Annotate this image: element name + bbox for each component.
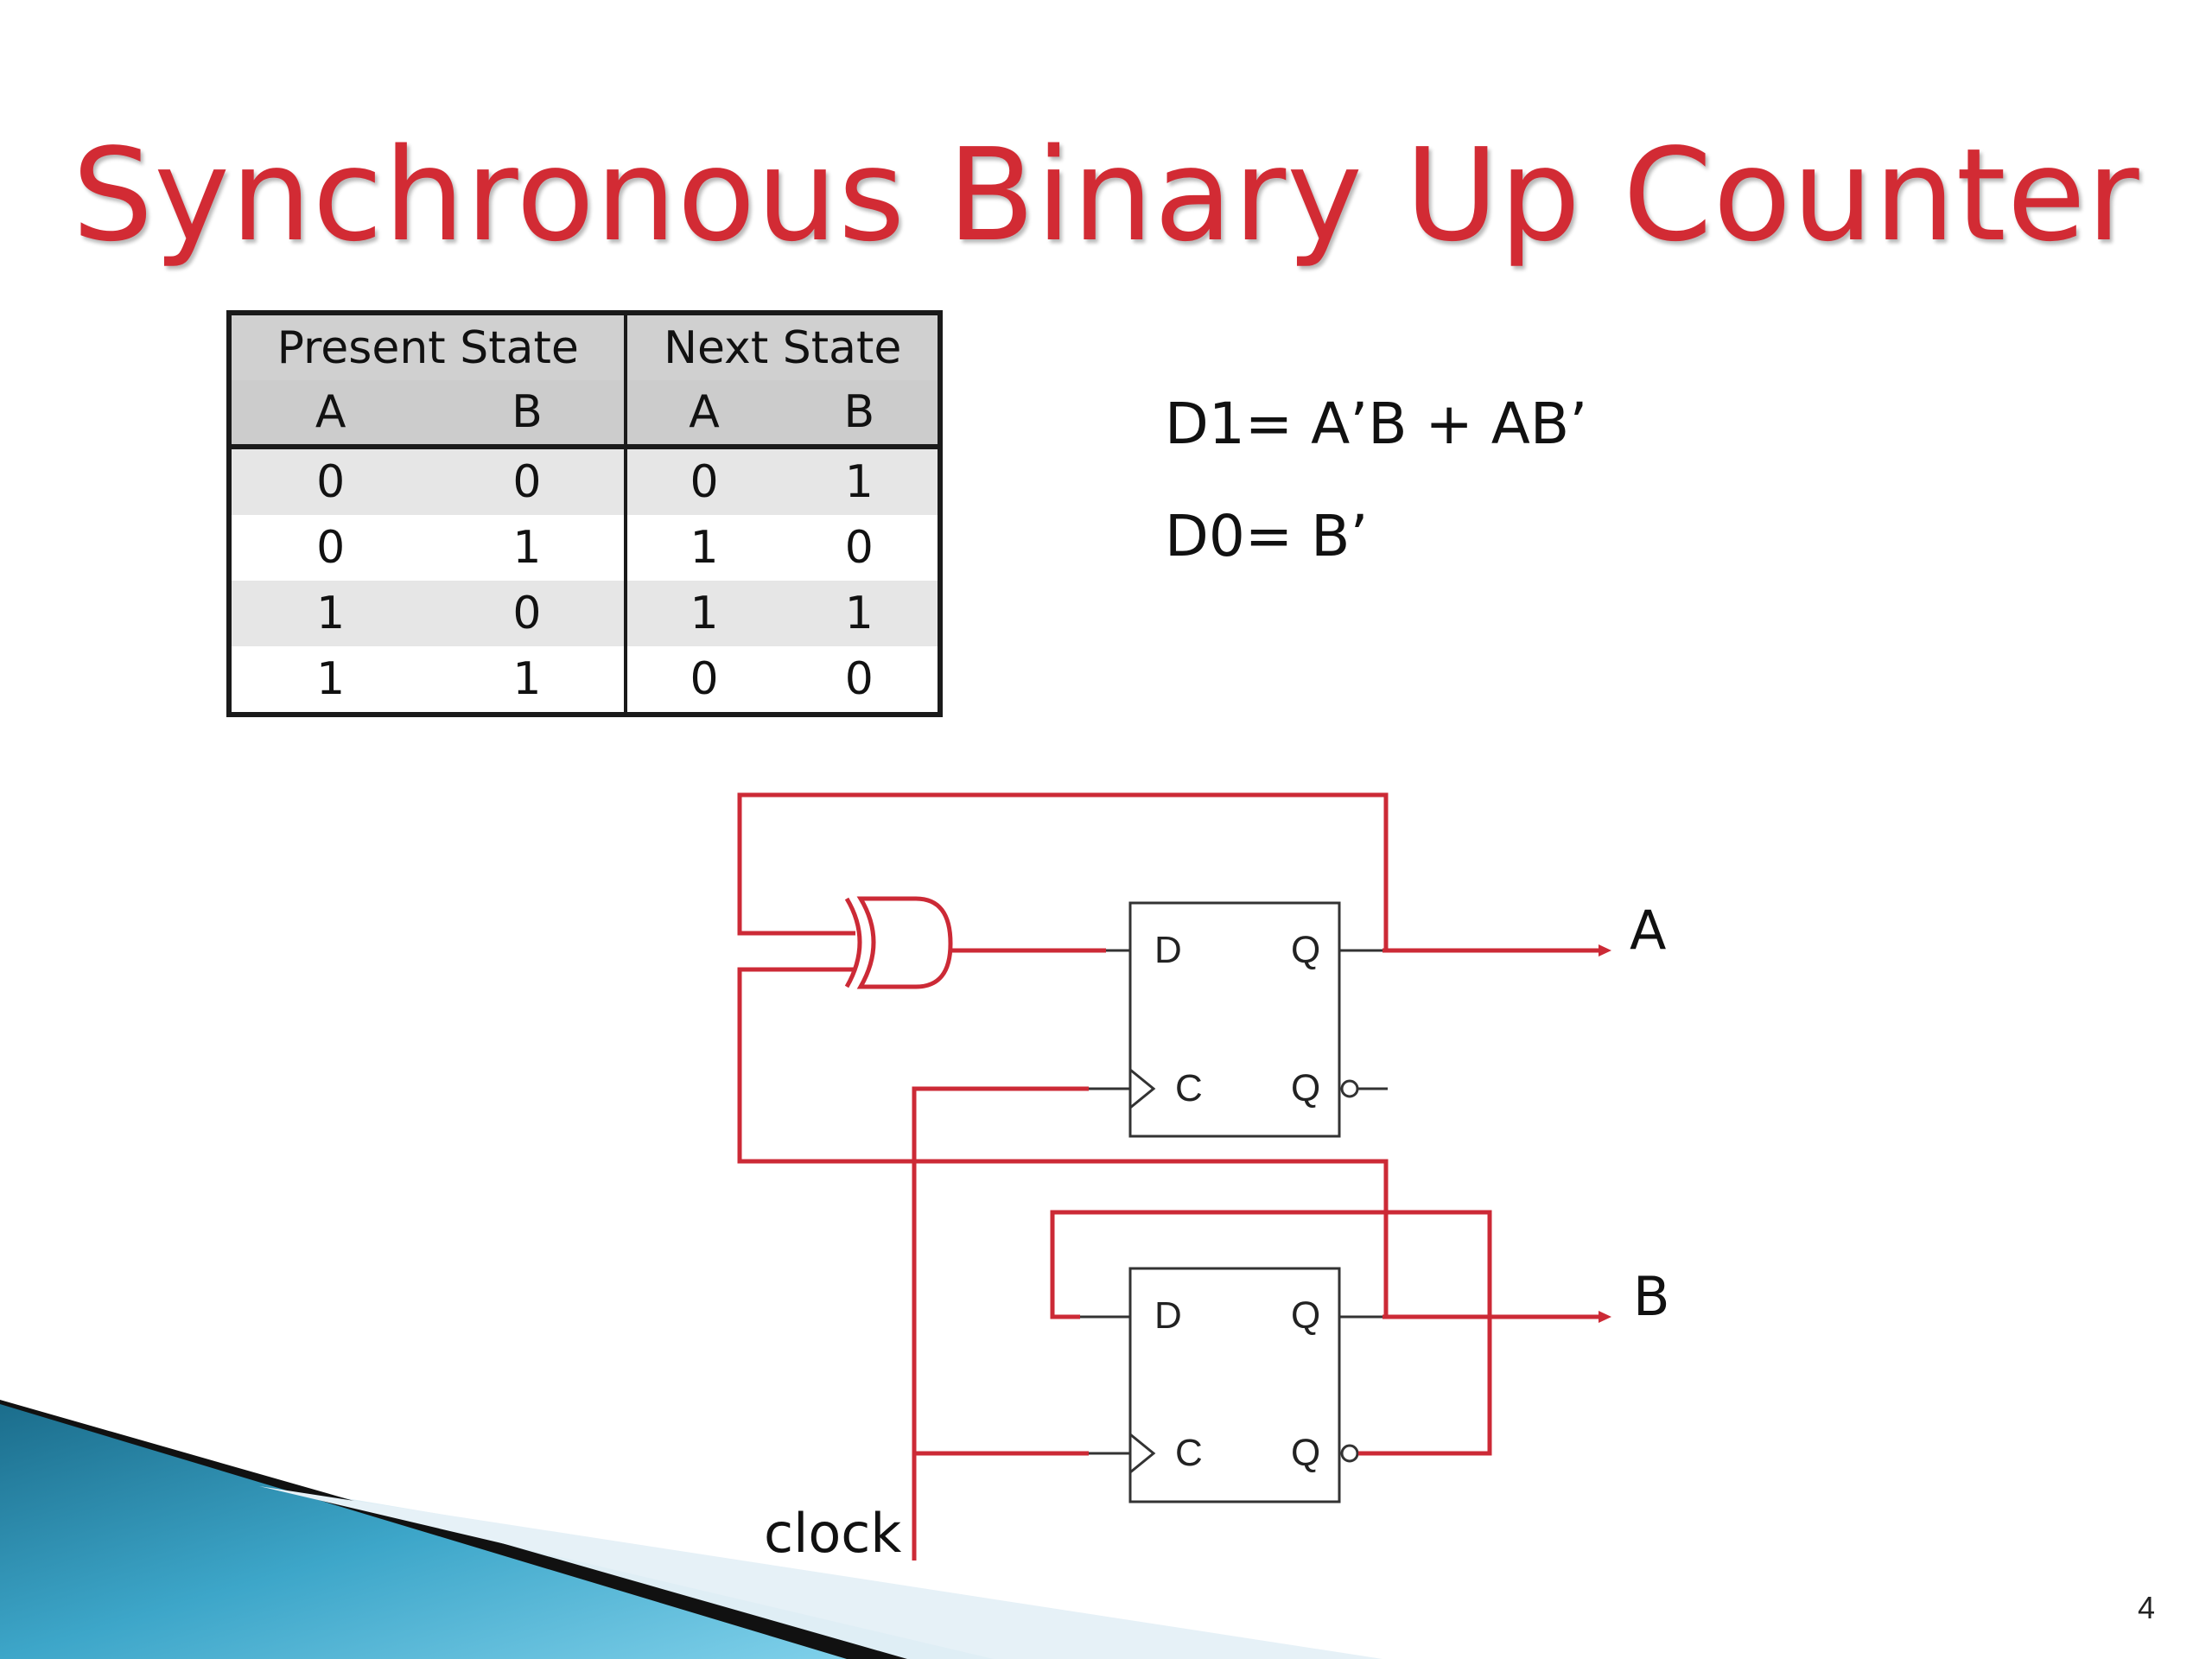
column-header: B xyxy=(780,380,940,449)
circuit-wires xyxy=(737,792,1603,1560)
table-cell: 1 xyxy=(429,515,626,581)
output-a-label: A xyxy=(1630,899,1667,962)
ff-top-c-label: C xyxy=(1175,1067,1203,1109)
flipflop-bottom xyxy=(1128,1267,1341,1503)
ff-top-q-label: Q xyxy=(1291,929,1321,971)
table-group-header: Present State Next State xyxy=(229,313,940,380)
inversion-bubble-icon xyxy=(1340,1079,1359,1098)
state-table: Present State Next State A B A B 0 0 0 1… xyxy=(226,310,943,717)
table-cell: 0 xyxy=(429,581,626,646)
table-cell: 0 xyxy=(624,447,781,515)
table-cell: 1 xyxy=(229,646,430,715)
slide-title: Synchronous Binary Up Counter xyxy=(72,121,2140,270)
ff-bottom-d-label: D xyxy=(1154,1294,1182,1337)
table-cell: 0 xyxy=(229,447,430,515)
arrow-b-icon xyxy=(1599,1311,1611,1323)
ff-bottom-qbar-label: Q xyxy=(1291,1432,1321,1474)
clock-label: clock xyxy=(764,1502,902,1565)
table-column-header: A B A B xyxy=(229,380,940,449)
xor-gate-back-icon xyxy=(844,897,862,988)
table-cell: 1 xyxy=(780,581,940,646)
arrow-a-icon xyxy=(1599,944,1611,957)
clock-triangle-icon xyxy=(1129,1068,1156,1109)
table-cell: 1 xyxy=(624,581,781,646)
ff-top-qbar-label: Q xyxy=(1291,1067,1321,1109)
column-header: A xyxy=(229,380,430,449)
table-cell: 1 xyxy=(780,447,940,515)
table-cell: 1 xyxy=(429,646,626,715)
table-row: 1 0 1 1 xyxy=(229,581,940,646)
table-row: 0 1 1 0 xyxy=(229,515,940,581)
table-cell: 0 xyxy=(229,515,430,581)
inversion-bubble-icon xyxy=(1340,1444,1359,1463)
column-header: A xyxy=(624,380,781,449)
table-cell: 1 xyxy=(624,515,781,581)
table-cell: 0 xyxy=(780,515,940,581)
table-row: 1 1 0 0 xyxy=(229,646,940,715)
table-cell: 1 xyxy=(229,581,430,646)
group-present-state: Present State xyxy=(276,321,579,374)
flipflop-top xyxy=(1128,901,1341,1138)
table-row: 0 0 0 1 xyxy=(229,447,940,515)
ff-bottom-q-label: Q xyxy=(1291,1294,1321,1337)
ff-bottom-c-label: C xyxy=(1175,1432,1203,1474)
table-cell: 0 xyxy=(429,447,626,515)
table-cell: 0 xyxy=(780,646,940,715)
table-cell: 0 xyxy=(624,646,781,715)
slide-number: 4 xyxy=(2138,1590,2156,1625)
equation-d1: D1= A’B + AB’ xyxy=(1165,391,1588,457)
group-next-state: Next State xyxy=(624,313,940,380)
equation-d0: D0= B’ xyxy=(1165,503,1369,569)
ff-top-d-label: D xyxy=(1154,929,1182,971)
output-b-label: B xyxy=(1633,1265,1670,1328)
column-header: B xyxy=(429,380,626,449)
xor-gate-icon xyxy=(856,896,953,989)
clock-triangle-icon xyxy=(1129,1433,1156,1474)
